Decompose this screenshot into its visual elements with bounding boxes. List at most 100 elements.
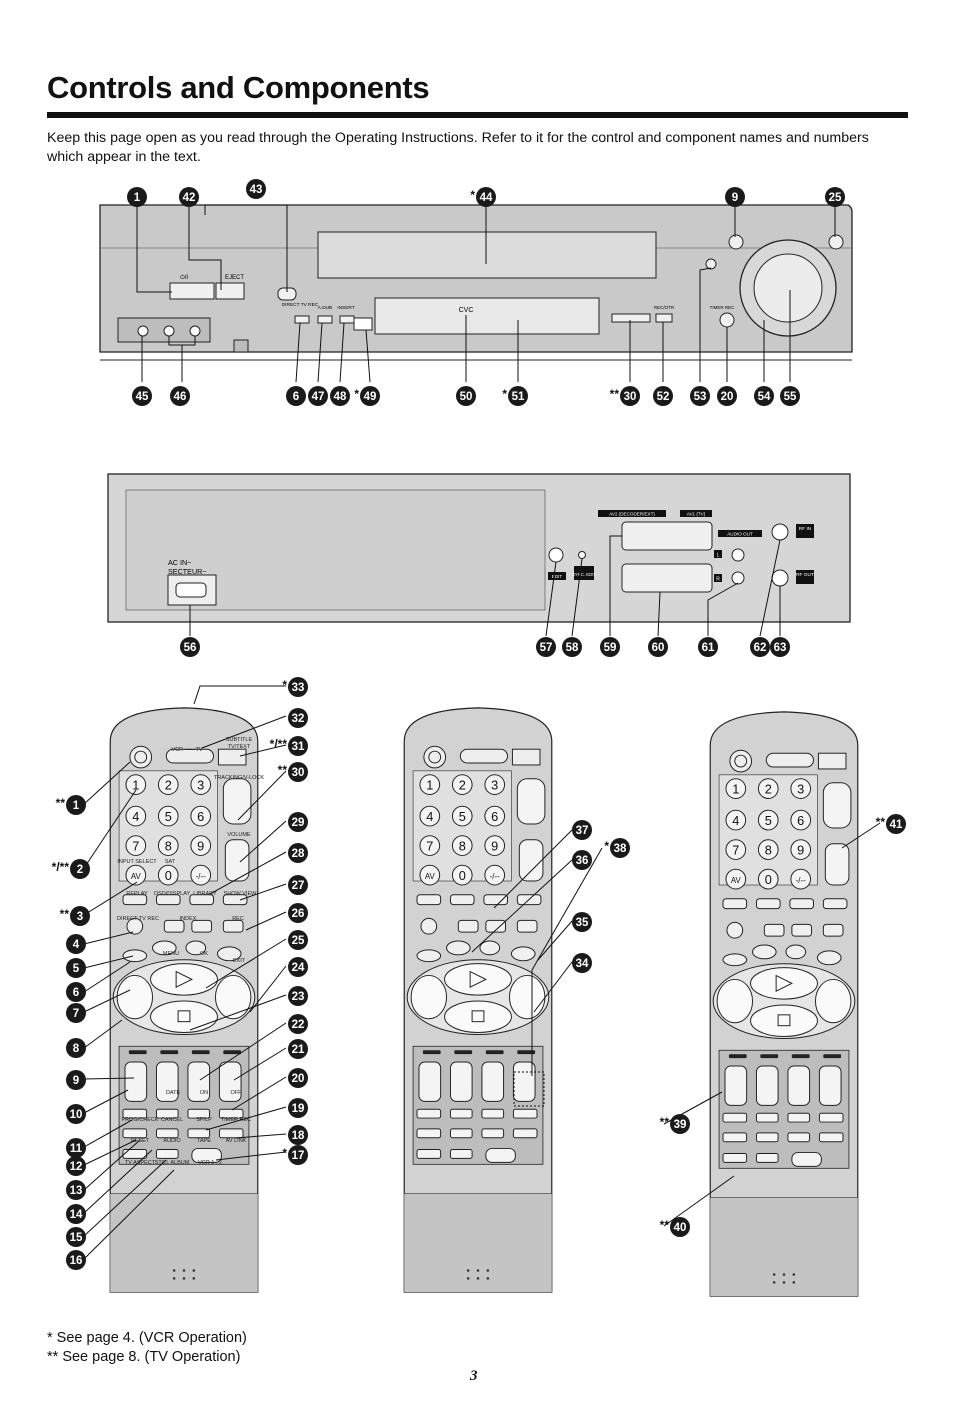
callout-number: 8: [73, 1043, 80, 1055]
av2-label: AV2 (DECODER/EXT): [609, 512, 655, 517]
rf-out-label: RF OUT: [796, 572, 814, 578]
callout-marker: [66, 1204, 86, 1224]
callout-number: 56: [184, 642, 197, 654]
callout-marker: [288, 677, 308, 697]
callout-marker: [330, 386, 350, 406]
callout-marker: [288, 1039, 308, 1059]
direct-tv-rec-label: DIRECT TV REC: [282, 302, 319, 308]
callout-marker: [508, 386, 528, 406]
callout-marker: [70, 859, 90, 879]
vcr-rear-leaders: [189, 535, 781, 637]
remote-index-label: INDEX: [180, 916, 197, 922]
callout-note-marker: *: [470, 188, 475, 202]
remote-callouts: 1**2*/**3**4567891011121314151633*3231*/…: [52, 677, 906, 1270]
callout-number: 39: [674, 1119, 687, 1131]
callout-number: 59: [604, 642, 617, 654]
callout-number: 38: [614, 843, 627, 855]
callout-note-marker: **: [60, 907, 70, 921]
remote-tvtext-label: TV/TEXT: [228, 744, 251, 750]
callout-marker: [886, 814, 906, 834]
remote-reset-label: RESET: [131, 1138, 150, 1144]
audio-out-label: AUDIO OUT: [727, 532, 753, 537]
callout-number: 28: [292, 848, 305, 860]
callout-marker: [670, 1114, 690, 1134]
callout-marker: [288, 1145, 308, 1165]
callout-note-marker: *: [282, 678, 287, 692]
callout-marker: [308, 386, 328, 406]
edit-label: EDIT: [552, 574, 563, 579]
remote-osd-label: OSD/DISPLAY: [154, 891, 191, 897]
remote-tracking-label: TRACKING/V-LOCK: [214, 775, 264, 781]
page-number: 3: [470, 1368, 478, 1384]
footnote-1: * See page 4. (VCR Operation): [47, 1330, 247, 1346]
remote-vcr12-label: VCR 1 , 2: [198, 1160, 222, 1166]
callout-marker: [288, 1014, 308, 1034]
callout-number: 61: [702, 642, 715, 654]
remote-3: [709, 711, 859, 1297]
callout-marker: [66, 1250, 86, 1270]
title-rule: [47, 112, 908, 118]
remote-rec-label: REC: [232, 916, 244, 922]
remote-audio-label: AUDIO: [163, 1138, 181, 1144]
callout-number: 57: [540, 642, 553, 654]
callout-marker: [180, 637, 200, 657]
eject-label: EJECT: [225, 275, 244, 281]
remote-tvaspect-label: TV ASPECT: [125, 1160, 156, 1166]
callout-marker: [127, 187, 147, 207]
callout-marker: [66, 1156, 86, 1176]
remote-date-label: DATE: [166, 1090, 181, 1096]
remote-cancel-label: CANCEL: [161, 1117, 183, 1123]
remote-timerrec-label: TIMER REC: [221, 1117, 251, 1123]
callout-number: 6: [293, 391, 299, 403]
remote-2: [403, 707, 553, 1293]
callout-marker: [66, 1138, 86, 1158]
callout-marker: [288, 812, 308, 832]
callout-marker: [717, 386, 737, 406]
callout-marker: [754, 386, 774, 406]
callout-number: 5: [73, 963, 80, 975]
callout-number: 17: [292, 1150, 305, 1162]
callout-marker: [572, 820, 592, 840]
callout-number: 52: [657, 391, 670, 403]
remote-progcheck-label: PROG/CHECK: [122, 1117, 159, 1123]
callout-number: 23: [292, 991, 305, 1003]
remote-avlink-label: AV LINK: [226, 1138, 247, 1144]
callout-number: 22: [292, 1019, 305, 1031]
remote-ok-label: OK: [200, 951, 208, 957]
secteur-label: SECTEUR~: [168, 567, 207, 576]
callout-number: 10: [70, 1109, 83, 1121]
callout-note-marker: **: [660, 1115, 670, 1129]
callout-number: 21: [292, 1044, 305, 1056]
remote-exit-label: EXIT: [233, 958, 246, 964]
callout-number: 19: [292, 1103, 305, 1115]
callout-number: 47: [312, 391, 325, 403]
footnote-2: ** See page 8. (TV Operation): [47, 1349, 241, 1365]
remote-showview-label: SHOW VIEW: [224, 891, 258, 897]
callout-number: 51: [512, 391, 525, 403]
sync-edit-label: SYNC. EDIT: [572, 572, 596, 577]
callout-marker: [66, 795, 86, 815]
callout-number: 40: [674, 1222, 687, 1234]
callout-number: 20: [721, 391, 734, 403]
audio-l-label: L: [717, 553, 720, 559]
callout-number: 50: [460, 391, 473, 403]
callout-number: 13: [70, 1185, 83, 1197]
callout-marker: [825, 187, 845, 207]
callout-marker: [288, 1068, 308, 1088]
callout-marker: [610, 838, 630, 858]
callout-marker: [360, 386, 380, 406]
callout-number: 34: [576, 958, 589, 970]
callout-marker: [288, 708, 308, 728]
callout-marker: [66, 1070, 86, 1090]
remote-off-label: OFF: [231, 1090, 243, 1096]
callout-marker: [286, 386, 306, 406]
callout-number: 45: [136, 391, 149, 403]
rf-in-label: RF IN: [799, 526, 812, 532]
callout-number: 41: [890, 819, 903, 831]
power-symbol: ⏻/I: [180, 274, 188, 281]
remote-input-select-label: INPUT SELECT: [117, 859, 157, 865]
vcr-rear-panel: AC IN~ SECTEUR~ AV2 (DECODER/EXT) AV1 (T…: [107, 473, 851, 623]
callout-marker: [288, 843, 308, 863]
callout-marker: [536, 637, 556, 657]
